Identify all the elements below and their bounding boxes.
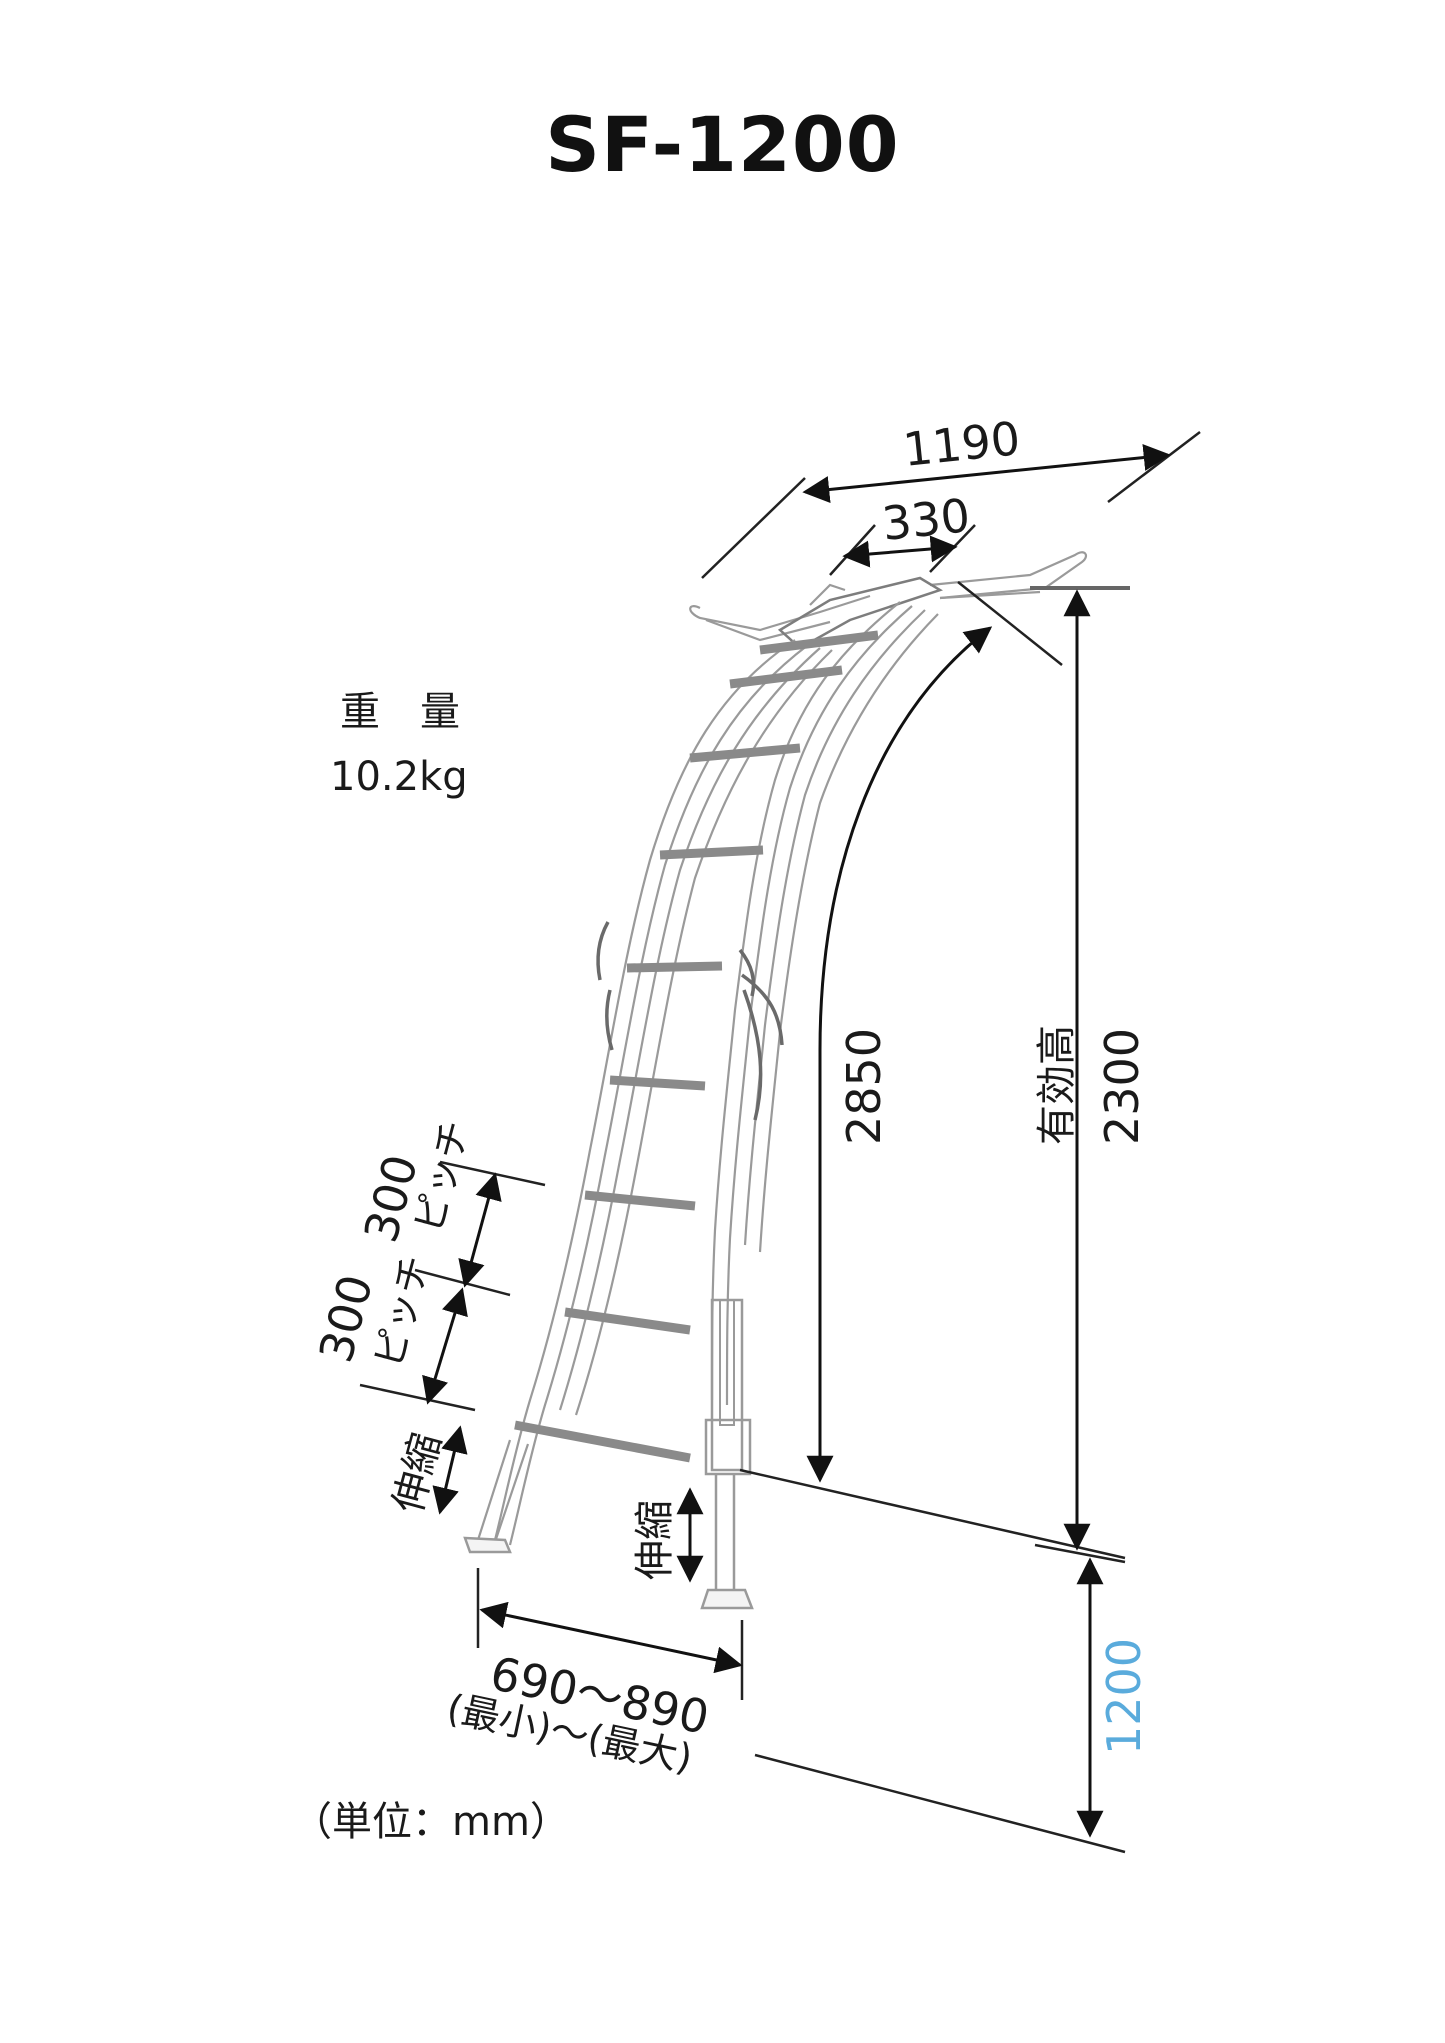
ladder-illustration bbox=[463, 551, 1088, 1610]
dimension-1190-label: 1190 bbox=[901, 411, 1023, 477]
units-note: （単位：mm） bbox=[292, 1799, 570, 1845]
effective-height-label: 有効高 bbox=[1034, 1025, 1080, 1145]
rear-leg-adjust-label: 伸縮 bbox=[632, 1500, 678, 1580]
dimension-330-label: 330 bbox=[880, 488, 973, 551]
pitch-2-label: ピッチ bbox=[366, 1251, 438, 1373]
dimension-1200-label: 1200 bbox=[1097, 1638, 1151, 1755]
weight-value: 10.2kg bbox=[330, 754, 468, 800]
dimension-overall-width: 1190 bbox=[701, 411, 1201, 579]
dimension-effective-height: 有効高 2300 bbox=[1034, 589, 1149, 1551]
dimension-model-height: 1200 bbox=[754, 1543, 1151, 1854]
dimension-step-pitch: 300 ピッチ 300 ピッチ bbox=[308, 1116, 546, 1412]
front-leg-extension: 伸縮 bbox=[385, 1425, 468, 1518]
dimension-2300-label: 2300 bbox=[1095, 1028, 1149, 1145]
dimension-2850-label: 2850 bbox=[837, 1028, 891, 1145]
dimension-inner-width: 330 bbox=[829, 488, 976, 576]
weight-info: 重 量 10.2kg bbox=[330, 689, 468, 800]
dimension-ladder-length: 2850 bbox=[806, 581, 1063, 1483]
model-title: SF-1200 bbox=[545, 100, 900, 189]
dimension-base-span: 690～890 (最小)～(最大) bbox=[443, 1568, 744, 1781]
rear-leg-extension: 伸縮 bbox=[632, 1487, 704, 1583]
weight-label: 重 量 bbox=[340, 689, 460, 735]
